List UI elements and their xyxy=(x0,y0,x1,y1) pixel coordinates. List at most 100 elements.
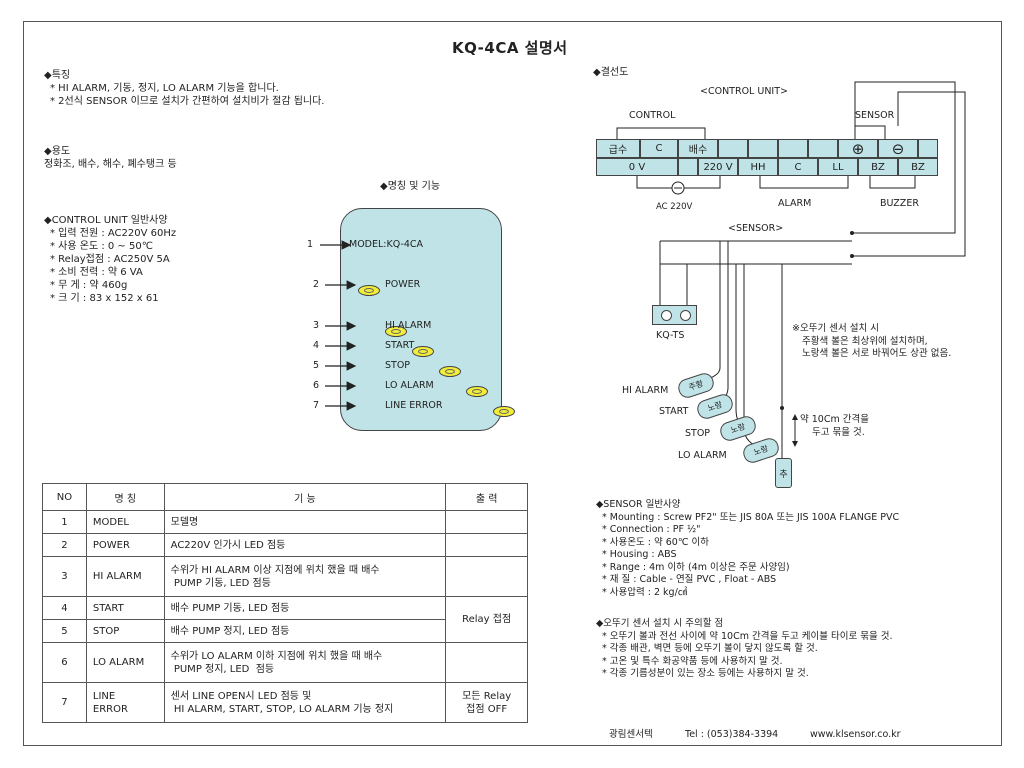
wiring-heading: ◆결선도 xyxy=(593,67,629,78)
footer-company: 광림센서텍 xyxy=(609,729,653,740)
table-row: 7 LINE ERROR 센서 LINE OPEN시 LED 점등 및 HI A… xyxy=(42,682,528,723)
row-output xyxy=(445,510,528,534)
table-row: 2 POWER AC220V 인가시 LED 점등 xyxy=(42,533,528,557)
row-no: 6 xyxy=(42,642,87,683)
line-error-label: LINE ERROR xyxy=(385,400,443,411)
sensor-spec-section: ◆SENSOR 일반사양 * Mounting : Screw PF2" 또는 … xyxy=(596,499,899,599)
row-name: POWER xyxy=(85,533,165,557)
weight: 추 xyxy=(775,458,792,488)
control-spec-line: * 크 기 : 83 x 152 x 61 xyxy=(50,293,159,304)
sensor-spec-heading: ◆SENSOR 일반사양 xyxy=(596,499,681,510)
control-spec-line: * 사용 온도 : 0 ~ 50℃ xyxy=(50,241,153,252)
sensor-spec-line: * 사용온도 : 약 60℃ 이하 xyxy=(602,536,709,548)
stop-label: STOP xyxy=(385,360,411,371)
caution-line: * 각종 기름성분이 있는 장소 등에는 사용하지 말 것. xyxy=(602,668,809,679)
caution-section: ◆오뚜기 센서 설치 시 주의할 점 * 오뚜기 볼과 전선 사이에 약 10C… xyxy=(596,618,892,681)
table-row: 4 START 배수 PUMP 기동, LED 점등 Relay 접점 xyxy=(42,596,528,643)
features-heading: ◆특징 xyxy=(44,70,71,81)
control-spec-heading: ◆CONTROL UNIT 일반사양 xyxy=(44,215,168,226)
row-output xyxy=(445,642,528,683)
row-function: AC220V 인가시 LED 점등 xyxy=(163,533,447,557)
float-label-start: START xyxy=(659,406,689,417)
terminal-drain: 배수 xyxy=(678,139,718,158)
row-no: 4 xyxy=(42,596,87,620)
row-name: STOP xyxy=(85,619,165,643)
terminal-c: C xyxy=(778,158,818,176)
power-label: POWER xyxy=(385,279,421,290)
kq-ts-terminal-box xyxy=(652,305,697,325)
interval-note-line: 약 10Cm 간격을 xyxy=(800,414,869,425)
row-function: 센서 LINE OPEN시 LED 점등 및 HI ALARM, START, … xyxy=(163,682,447,723)
terminal-blank xyxy=(718,139,748,158)
control-spec-line: * 무 게 : 약 460g xyxy=(50,280,128,291)
table-header: NO xyxy=(42,483,87,511)
hi-alarm-led-icon xyxy=(385,326,408,337)
row-no: 2 xyxy=(42,533,87,557)
line-error-led-icon xyxy=(493,406,516,417)
sensor-spec-line: * Mounting : Screw PF2" 또는 JIS 80A 또는 JI… xyxy=(602,511,900,523)
row-function-line: PUMP 기동, LED 점등 xyxy=(170,577,271,589)
control-spec-line: * 소비 전력 : 약 6 VA xyxy=(50,267,143,278)
terminal-plus-icon: ⊕ xyxy=(838,139,878,158)
sensor-spec-line: * Range : 4m 이하 (4m 이상은 주문 사양임) xyxy=(602,561,790,573)
usage-text: 정화조, 배수, 해수, 폐수탱크 등 xyxy=(44,159,177,170)
sensor-terminal-label: SENSOR xyxy=(855,110,895,121)
float-label-hi-alarm: HI ALARM xyxy=(622,385,669,396)
naming-heading: ◆명칭 및 기능 xyxy=(380,181,441,192)
row-function: 모델명 xyxy=(163,510,447,534)
terminal-ll: LL xyxy=(818,158,858,176)
usage-heading: ◆용도 xyxy=(44,146,71,157)
terminal-blank xyxy=(808,139,838,158)
terminal-blank xyxy=(748,139,778,158)
interval-note: 약 10Cm 간격을 두고 묶을 것. xyxy=(800,414,869,439)
buzzer-label: BUZZER xyxy=(880,198,919,209)
alarm-label: ALARM xyxy=(778,198,812,209)
row-no: 3 xyxy=(42,556,87,597)
row-no: 1 xyxy=(42,510,87,534)
kq-ts-label: KQ-TS xyxy=(656,330,685,341)
callout-number: 2 xyxy=(313,279,320,290)
row-output-line: 모든 Relay xyxy=(462,690,512,702)
table-row: 6 LO ALARM 수위가 LO ALARM 이하 지점에 위치 했을 때 배… xyxy=(42,642,528,683)
terminal-220v: 220 V xyxy=(698,158,738,176)
callout-number: 1 xyxy=(307,239,314,250)
install-note-line: 노랑색 볼은 서로 바꿔어도 상관 없음. xyxy=(802,348,952,359)
footer-website-link[interactable]: www.klsensor.co.kr xyxy=(810,729,901,740)
row-output: 모든 Relay 접점 OFF xyxy=(445,682,528,723)
features-line: * 2선식 SENSOR 이므로 설치가 간편하여 설치비가 절감 됩니다. xyxy=(50,96,325,107)
row-function: 수위가 HI ALARM 이상 지점에 위치 했을 때 배수 PUMP 기동, … xyxy=(163,556,447,597)
control-unit-label: <CONTROL UNIT> xyxy=(700,86,788,97)
caution-heading: ◆오뚜기 센서 설치 시 주의할 점 xyxy=(596,618,724,629)
row-name: MODEL xyxy=(85,510,165,534)
table-header: 출 력 xyxy=(445,483,528,511)
features-line: * HI ALARM, 기동, 정지, LO ALARM 기능을 합니다. xyxy=(50,83,279,94)
row-name-line: ERROR xyxy=(92,703,128,715)
footer-tel: Tel : (053)384-3394 xyxy=(685,729,779,740)
start-label: START xyxy=(385,340,415,351)
row-function: 배수 PUMP 기동, LED 점등 xyxy=(163,596,447,620)
row-function-line: 수위가 HI ALARM 이상 지점에 위치 했을 때 배수 xyxy=(170,564,380,576)
control-spec-line: * Relay접점 : AC250V 5A xyxy=(50,254,170,265)
row-output xyxy=(445,556,528,597)
caution-line: * 오뚜기 볼과 전선 사이에 약 10Cm 간격을 두고 케이블 타이로 묶을… xyxy=(602,630,893,642)
terminal-screw-icon xyxy=(661,310,672,321)
wiring-lines xyxy=(616,81,966,458)
install-note-line: 주황색 볼은 최상위에 설치하며, xyxy=(802,335,928,347)
row-output-line: 접점 OFF xyxy=(466,703,508,715)
callout-number: 7 xyxy=(313,400,320,411)
function-table: NO 명 칭 기 능 출 력 1 MODEL 모델명 2 POWER AC220… xyxy=(42,483,528,723)
document-sheet xyxy=(23,21,1002,746)
terminal-blank xyxy=(778,139,808,158)
row-no: 5 xyxy=(42,619,87,643)
terminal-common: C xyxy=(640,139,678,158)
power-led-icon xyxy=(358,285,380,296)
start-led-icon xyxy=(412,346,435,357)
terminal-bz: BZ xyxy=(898,158,938,176)
row-name: LO ALARM xyxy=(85,642,165,683)
row-output xyxy=(445,533,528,557)
callout-number: 6 xyxy=(313,380,320,391)
row-function-line: 센서 LINE OPEN시 LED 점등 및 xyxy=(170,690,312,702)
terminal-hh: HH xyxy=(738,158,778,176)
hi-alarm-label: HI ALARM xyxy=(385,320,432,331)
sensor-spec-line: * 재 질 : Cable - 연질 PVC , Float - ABS xyxy=(602,574,777,585)
